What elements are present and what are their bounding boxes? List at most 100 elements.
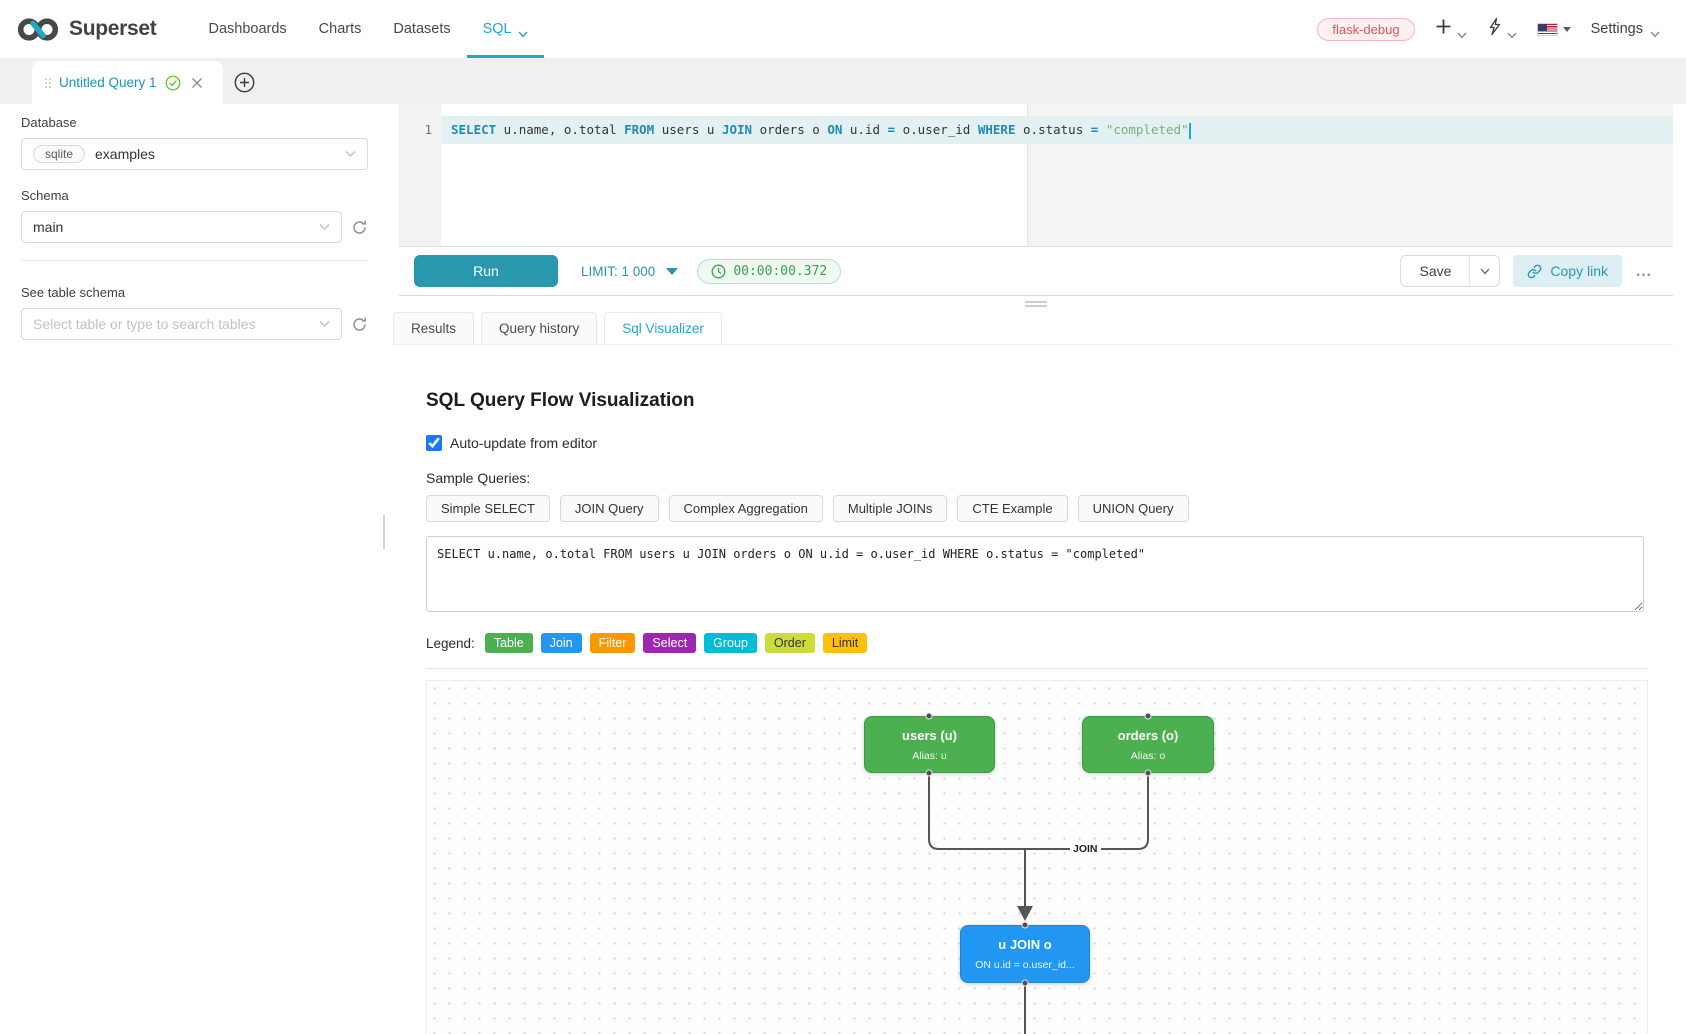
schema-label: Schema xyxy=(21,188,69,203)
more-options-button[interactable]: … xyxy=(1635,261,1654,280)
chevron-down-icon xyxy=(319,320,330,328)
caret-down-icon xyxy=(666,267,679,275)
chevron-down-icon xyxy=(345,150,356,158)
table-schema-label: See table schema xyxy=(21,285,126,300)
save-button[interactable]: Save xyxy=(1419,263,1452,279)
flow-node-join[interactable]: u JOIN o ON u.id = o.user_id... xyxy=(960,925,1090,983)
node-title: orders (o) xyxy=(1117,728,1179,743)
page-title: SQL Query Flow Visualization xyxy=(426,390,695,411)
flow-canvas[interactable]: JOIN users (u) Alias: u orders (o) Alias… xyxy=(426,680,1648,1034)
language-picker[interactable] xyxy=(1536,22,1571,36)
node-handle[interactable] xyxy=(1021,979,1029,987)
query-tab-strip: Untitled Query 1 xyxy=(0,58,1686,104)
sql-editor[interactable]: 1 SELECT u.name, o.total FROM users u JO… xyxy=(399,104,1673,247)
sql-token: "completed" xyxy=(1105,122,1189,137)
split-drag-handle[interactable] xyxy=(1025,301,1047,309)
limit-dropdown[interactable]: LIMIT: 1 000 xyxy=(581,264,679,279)
node-subtitle: ON u.id = o.user_id... xyxy=(975,959,1075,971)
node-subtitle: Alias: o xyxy=(1130,750,1166,762)
save-options-caret[interactable] xyxy=(1469,256,1499,286)
legend-chip-order: Order xyxy=(764,633,815,653)
sql-token: SELECT xyxy=(451,122,497,137)
chevron-down-icon xyxy=(1507,26,1517,38)
sample-query-simple-select[interactable]: Simple SELECT xyxy=(426,495,550,522)
nav-item-sql[interactable]: SQL xyxy=(466,0,544,58)
environment-badge: flask-debug xyxy=(1317,17,1415,41)
flow-node-orders[interactable]: orders (o) Alias: o xyxy=(1082,716,1214,773)
chevron-down-icon xyxy=(1457,26,1467,38)
node-handle[interactable] xyxy=(1021,921,1029,929)
clock-icon xyxy=(711,264,726,279)
copy-link-button[interactable]: Copy link xyxy=(1513,255,1622,287)
nav-item-dashboards[interactable]: Dashboards xyxy=(208,21,287,37)
sql-token: o.user_id xyxy=(895,122,978,137)
node-handle[interactable] xyxy=(925,712,933,720)
schema-select[interactable]: main xyxy=(21,211,342,243)
editor-code-line[interactable]: SELECT u.name, o.total FROM users u JOIN… xyxy=(451,116,1191,144)
logo-wordmark: Superset xyxy=(69,17,157,40)
run-button[interactable]: Run xyxy=(414,255,558,287)
legend-chip-join: Join xyxy=(540,633,582,653)
refresh-schemas-icon[interactable] xyxy=(351,219,368,236)
sample-query-cte[interactable]: CTE Example xyxy=(957,495,1068,522)
result-tabs: Results Query history Sql Visualizer xyxy=(393,312,1673,345)
schema-value: main xyxy=(33,219,64,235)
new-item-button[interactable] xyxy=(1435,18,1467,40)
navbar-right: flask-debug Settings xyxy=(1317,17,1660,41)
tab-sql-visualizer[interactable]: Sql Visualizer xyxy=(604,312,722,344)
nav-item-datasets[interactable]: Datasets xyxy=(393,21,451,37)
node-handle[interactable] xyxy=(1144,712,1152,720)
tab-results[interactable]: Results xyxy=(393,312,475,344)
flow-node-users[interactable]: users (u) Alias: u xyxy=(864,716,995,773)
sql-token: = xyxy=(1090,122,1099,137)
sql-token: FROM xyxy=(624,122,655,137)
close-tab-icon[interactable] xyxy=(191,77,203,89)
editor-toolbar: Run LIMIT: 1 000 00:00:00.372 Save xyxy=(399,247,1673,295)
sample-query-complex-aggregation[interactable]: Complex Aggregation xyxy=(668,495,823,522)
sql-token: u.id xyxy=(842,122,888,137)
node-handle[interactable] xyxy=(925,769,933,777)
node-handle[interactable] xyxy=(1144,769,1152,777)
sql-token: WHERE xyxy=(977,122,1016,137)
query-tab-untitled-query-1[interactable]: Untitled Query 1 xyxy=(32,61,223,104)
query-tab-title[interactable]: Untitled Query 1 xyxy=(59,75,157,90)
sample-queries-row: Simple SELECT JOIN Query Complex Aggrega… xyxy=(426,495,1648,522)
tab-drag-handle[interactable] xyxy=(45,77,51,88)
legend-label: Legend: xyxy=(426,635,475,651)
refresh-tables-icon[interactable] xyxy=(351,316,368,333)
table-select-placeholder: Select table or type to search tables xyxy=(33,316,256,332)
database-value: examples xyxy=(95,146,155,162)
sample-query-multiple-joins[interactable]: Multiple JOINs xyxy=(832,495,948,522)
auto-update-checkbox[interactable] xyxy=(426,435,442,451)
sample-query-union[interactable]: UNION Query xyxy=(1077,495,1189,522)
sql-token xyxy=(1098,122,1106,137)
pane-split-bar[interactable] xyxy=(399,295,1673,312)
superset-infinity-icon xyxy=(16,16,60,43)
legend-chip-filter: Filter xyxy=(589,633,636,653)
query-text-input[interactable]: SELECT u.name, o.total FROM users u JOIN… xyxy=(426,536,1644,612)
sample-query-join[interactable]: JOIN Query xyxy=(559,495,659,522)
new-query-tab-button[interactable] xyxy=(223,61,265,104)
line-number: 1 xyxy=(424,122,432,137)
sql-lab-shortcut-button[interactable] xyxy=(1487,17,1517,41)
save-split-button: Save xyxy=(1400,255,1501,287)
nav-item-sql-label: SQL xyxy=(482,21,512,37)
timer-value: 00:00:00.372 xyxy=(733,263,828,279)
tab-query-history[interactable]: Query history xyxy=(481,312,598,344)
chevron-down-icon xyxy=(518,26,528,37)
sidebar-resize-handle[interactable] xyxy=(383,515,385,549)
settings-menu[interactable]: Settings xyxy=(1591,21,1660,37)
database-select[interactable]: sqlite examples xyxy=(21,138,368,170)
auto-update-label: Auto-update from editor xyxy=(450,435,598,451)
node-title: users (u) xyxy=(902,728,957,743)
us-flag-icon xyxy=(1536,22,1558,36)
nav-item-charts[interactable]: Charts xyxy=(318,21,362,37)
sql-visualizer-panel: SQL Query Flow Visualization Auto-update… xyxy=(399,345,1673,1034)
sql-token: u.name, o.total xyxy=(496,122,625,137)
saved-check-icon xyxy=(165,75,181,91)
lightning-bolt-icon xyxy=(1487,17,1502,41)
superset-logo[interactable]: Superset xyxy=(16,16,157,43)
plus-icon xyxy=(1435,18,1452,40)
editor-gutter: 1 xyxy=(399,104,441,246)
table-select[interactable]: Select table or type to search tables xyxy=(21,308,342,340)
